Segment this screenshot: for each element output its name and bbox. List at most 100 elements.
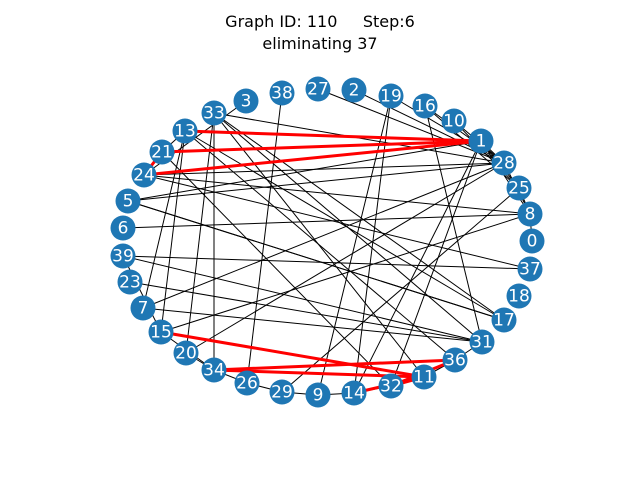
edge-13-7 xyxy=(142,130,186,309)
node-label-9: 9 xyxy=(313,386,324,406)
node-label-23: 23 xyxy=(119,273,141,293)
edge-10-25 xyxy=(453,120,520,189)
node-6: 6 xyxy=(110,215,136,241)
node-19: 19 xyxy=(378,83,404,109)
node-32: 32 xyxy=(378,373,404,399)
node-label-20: 20 xyxy=(175,344,197,364)
node-circle-32 xyxy=(378,373,404,399)
node-circle-18 xyxy=(506,283,532,309)
highlighted-edge-13-1 xyxy=(184,129,482,143)
node-34: 34 xyxy=(201,357,227,383)
node-2: 2 xyxy=(341,77,367,103)
node-label-1: 1 xyxy=(476,132,487,152)
node-circle-23 xyxy=(117,269,143,295)
node-37: 37 xyxy=(517,256,543,282)
node-9: 9 xyxy=(305,382,331,408)
node-8: 8 xyxy=(517,201,543,227)
edge-8-6 xyxy=(122,213,531,229)
node-31: 31 xyxy=(469,329,495,355)
node-layer: 0123567891011131415161718192021242526272… xyxy=(110,76,545,408)
node-circle-10 xyxy=(441,108,467,134)
node-label-2: 2 xyxy=(349,81,360,101)
node-label-5: 5 xyxy=(123,192,134,212)
node-18: 18 xyxy=(506,283,532,309)
edge-38-26 xyxy=(246,92,283,384)
node-circle-29 xyxy=(269,379,295,405)
node-circle-27 xyxy=(305,76,331,102)
node-label-0: 0 xyxy=(527,232,538,252)
node-label-32: 32 xyxy=(380,377,402,397)
node-circle-17 xyxy=(491,307,517,333)
edge-28-5 xyxy=(127,162,505,202)
edge-7-28 xyxy=(142,162,505,309)
edge-24-37 xyxy=(143,174,531,270)
node-label-24: 24 xyxy=(133,166,155,186)
node-circle-8 xyxy=(517,201,543,227)
edge-13-17 xyxy=(184,130,505,321)
node-circle-34 xyxy=(201,357,227,383)
node-label-10: 10 xyxy=(443,112,465,132)
node-label-7: 7 xyxy=(138,299,149,319)
node-circle-28 xyxy=(491,150,517,176)
highlighted-edge-34-36 xyxy=(213,358,456,372)
highlighted-edge-21-1 xyxy=(161,139,482,154)
node-circle-20 xyxy=(173,340,199,366)
node-circle-36 xyxy=(442,347,468,373)
title-line-1: Graph ID: 110 Step:6 xyxy=(225,12,415,31)
node-label-6: 6 xyxy=(118,219,129,239)
node-label-28: 28 xyxy=(493,154,515,174)
edge-28-20 xyxy=(185,162,505,354)
edge-19-9 xyxy=(317,95,392,396)
node-circle-6 xyxy=(110,215,136,241)
edge-21-32 xyxy=(161,151,392,387)
node-16: 16 xyxy=(412,93,438,119)
node-27: 27 xyxy=(305,76,331,102)
node-circle-0 xyxy=(519,228,545,254)
node-label-39: 39 xyxy=(112,247,134,267)
node-13: 13 xyxy=(172,118,198,144)
node-circle-14 xyxy=(341,380,367,406)
edge-7-31 xyxy=(142,307,483,343)
edge-13-15 xyxy=(160,130,186,333)
node-10: 10 xyxy=(441,108,467,134)
node-circle-31 xyxy=(469,329,495,355)
edge-13-36 xyxy=(184,130,456,361)
node-36: 36 xyxy=(442,347,468,373)
node-circle-9 xyxy=(305,382,331,408)
node-39: 39 xyxy=(110,243,136,269)
node-label-29: 29 xyxy=(271,383,293,403)
edge-1-14 xyxy=(353,140,482,394)
node-label-37: 37 xyxy=(519,260,541,280)
node-label-17: 17 xyxy=(493,311,515,331)
edge-24-28 xyxy=(143,162,505,176)
highlighted-edge-15-11 xyxy=(160,330,425,379)
node-label-14: 14 xyxy=(343,384,365,404)
node-7: 7 xyxy=(130,295,156,321)
node-circle-13 xyxy=(172,118,198,144)
node-21: 21 xyxy=(149,139,175,165)
node-circle-1 xyxy=(468,128,494,154)
highlighted-edge-24-1 xyxy=(143,139,482,177)
edge-39-37 xyxy=(122,255,531,270)
node-label-13: 13 xyxy=(174,122,196,142)
node-label-19: 19 xyxy=(380,87,402,107)
node-26: 26 xyxy=(234,370,260,396)
node-circle-19 xyxy=(378,83,404,109)
node-15: 15 xyxy=(148,319,174,345)
node-29: 29 xyxy=(269,379,295,405)
node-label-15: 15 xyxy=(150,323,172,343)
node-3: 3 xyxy=(233,88,259,114)
node-33: 33 xyxy=(201,100,227,126)
node-label-26: 26 xyxy=(236,374,258,394)
node-circle-21 xyxy=(149,139,175,165)
graph-title: Graph ID: 110 Step:6 eliminating 37 xyxy=(0,11,640,55)
node-circle-2 xyxy=(341,77,367,103)
node-circle-3 xyxy=(233,88,259,114)
node-20: 20 xyxy=(173,340,199,366)
node-label-18: 18 xyxy=(508,287,530,307)
node-label-38: 38 xyxy=(271,84,293,104)
node-label-33: 33 xyxy=(203,104,225,124)
edge-1-8 xyxy=(480,140,531,215)
node-0: 0 xyxy=(519,228,545,254)
